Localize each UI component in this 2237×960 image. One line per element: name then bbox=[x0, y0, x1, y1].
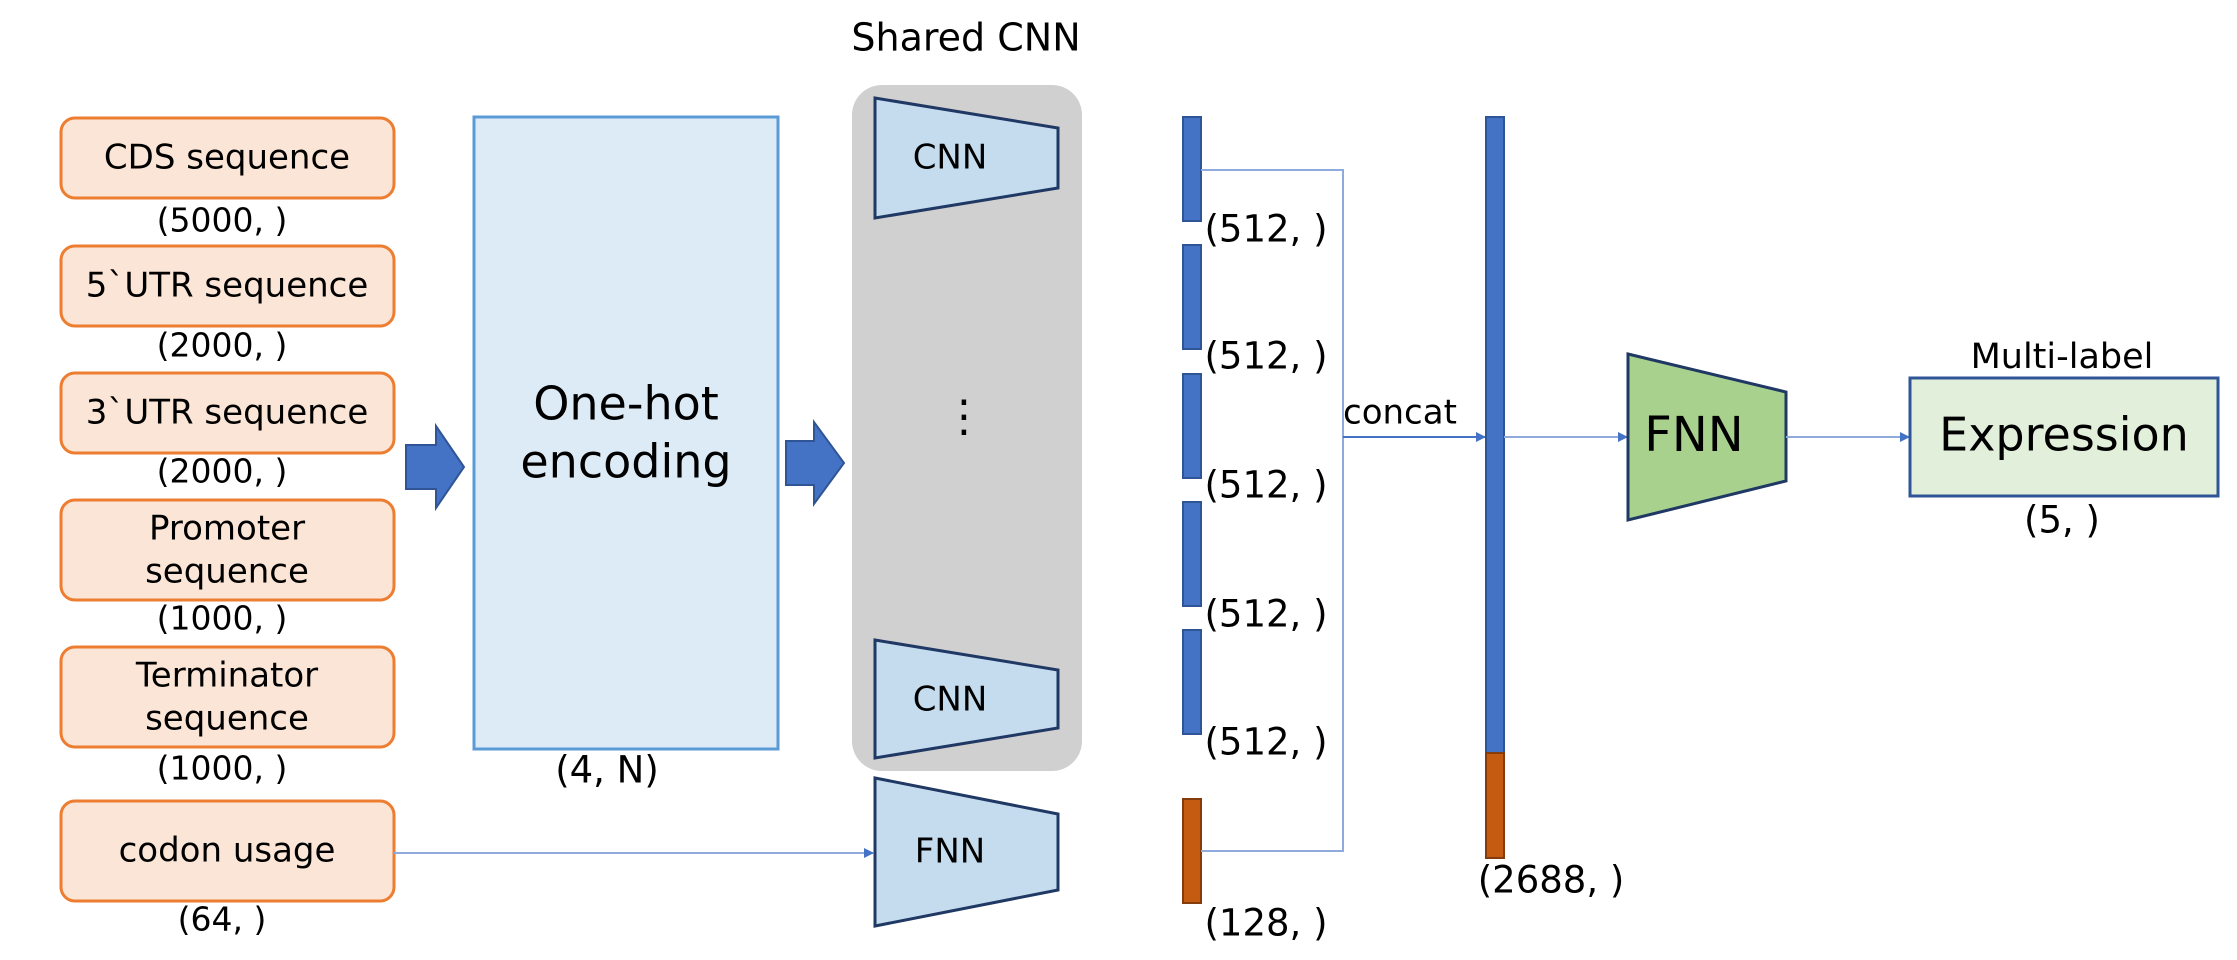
cnn-label-bottom: CNN bbox=[913, 680, 988, 720]
shared-cnn-title: Shared CNN bbox=[851, 16, 1080, 60]
concatenated-vector: (2688, ) bbox=[1478, 116, 1625, 902]
head-fnn-trapezoid bbox=[1626, 352, 1788, 522]
input-shape: (1000, ) bbox=[157, 749, 288, 788]
fnn-trapezoid bbox=[873, 776, 1060, 928]
input-box bbox=[59, 116, 396, 200]
concat-vector-blue bbox=[1485, 116, 1505, 754]
cnn-ellipsis: ⋮ bbox=[942, 391, 986, 442]
encoding-box bbox=[472, 115, 780, 751]
output-block: Multi-label Expression (5, ) bbox=[1908, 337, 2220, 542]
cnn-trapezoid-bottom bbox=[873, 638, 1060, 760]
feature-vector-shape: (512, ) bbox=[1204, 721, 1327, 764]
head-fnn-label: FNN bbox=[1644, 407, 1743, 463]
input-shape: (2000, ) bbox=[157, 452, 288, 491]
feature-vector bbox=[1182, 244, 1202, 350]
input-box bbox=[59, 645, 396, 749]
input-shape: (64, ) bbox=[178, 900, 267, 939]
input-terminator: Terminator sequence (1000, ) bbox=[59, 645, 396, 788]
codon-fnn-block: FNN bbox=[873, 776, 1060, 928]
input-label-line1: Promoter bbox=[149, 509, 305, 549]
block-arrow-to-encoding bbox=[405, 422, 466, 512]
output-shape: (5, ) bbox=[2024, 499, 2100, 542]
feature-vector-shape: (512, ) bbox=[1204, 593, 1327, 636]
feature-vector-shape: (512, ) bbox=[1204, 335, 1327, 378]
input-shape: (2000, ) bbox=[157, 326, 288, 365]
concat-label: concat bbox=[1343, 393, 1457, 433]
input-shape: (5000, ) bbox=[157, 201, 288, 240]
block-arrow-to-cnn bbox=[785, 418, 846, 508]
feature-vectors: (512, ) (512, ) (512, ) (512, ) (512, ) … bbox=[1182, 116, 1328, 945]
encoding-label-line1: One-hot bbox=[533, 377, 719, 431]
input-box bbox=[59, 498, 396, 602]
input-label: codon usage bbox=[119, 831, 336, 871]
encoding-label-line2: encoding bbox=[520, 435, 731, 489]
input-box bbox=[59, 371, 396, 455]
cnn-label-top: CNN bbox=[913, 138, 988, 178]
input-5utr: 5`UTR sequence (2000, ) bbox=[59, 244, 396, 365]
input-label: 5`UTR sequence bbox=[86, 266, 369, 306]
feature-vector-codon bbox=[1182, 798, 1202, 904]
fnn-label: FNN bbox=[915, 832, 985, 872]
output-title: Multi-label bbox=[1971, 337, 2154, 377]
feature-vector-shape: (512, ) bbox=[1204, 464, 1327, 507]
output-label: Expression bbox=[1939, 408, 2189, 462]
concat-shape: (2688, ) bbox=[1478, 859, 1625, 902]
input-label-line2: sequence bbox=[145, 552, 309, 592]
input-3utr: 3`UTR sequence (2000, ) bbox=[59, 371, 396, 491]
input-label-line2: sequence bbox=[145, 699, 309, 739]
input-shape: (1000, ) bbox=[157, 599, 288, 638]
shared-cnn-block: Shared CNN CNN ⋮ CNN bbox=[851, 16, 1082, 771]
feature-vector bbox=[1182, 373, 1202, 479]
input-codon-usage: codon usage (64, ) bbox=[59, 799, 396, 939]
input-box bbox=[59, 244, 396, 328]
cnn-trapezoid-top bbox=[873, 96, 1060, 220]
feature-vector-shape: (128, ) bbox=[1204, 902, 1327, 945]
feature-vector bbox=[1182, 501, 1202, 607]
feature-vector bbox=[1182, 116, 1202, 222]
concat-bracket bbox=[1201, 169, 1344, 852]
shared-cnn-background bbox=[852, 85, 1082, 771]
one-hot-encoding-block: One-hot encoding (4, N) bbox=[472, 115, 780, 792]
concat-vector-orange bbox=[1485, 752, 1505, 859]
feature-vector bbox=[1182, 629, 1202, 735]
head-fnn-block: FNN bbox=[1626, 352, 1788, 522]
input-label: 3`UTR sequence bbox=[86, 393, 369, 433]
input-label: CDS sequence bbox=[104, 138, 350, 178]
output-box bbox=[1908, 376, 2220, 498]
input-promoter: Promoter sequence (1000, ) bbox=[59, 498, 396, 638]
input-cds: CDS sequence (5000, ) bbox=[59, 116, 396, 240]
input-box bbox=[59, 799, 396, 903]
input-label-line1: Terminator bbox=[135, 656, 318, 696]
feature-vector-shape: (512, ) bbox=[1204, 208, 1327, 251]
encoding-shape: (4, N) bbox=[555, 749, 659, 792]
